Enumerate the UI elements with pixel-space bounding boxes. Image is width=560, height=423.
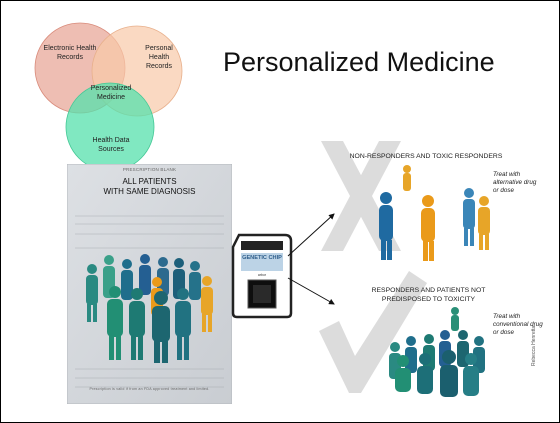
venn-diagram bbox=[34, 22, 183, 172]
chip-label: GENETIC CHIP bbox=[242, 255, 282, 261]
prescription-footer: Prescription is valid if from an FDA app… bbox=[89, 387, 210, 391]
chip-sub: arbor bbox=[257, 273, 267, 277]
venn-label-center: Personalized Medicine bbox=[90, 85, 132, 101]
lower-group-people-icon bbox=[389, 307, 485, 397]
patients-crowd-icon bbox=[86, 254, 213, 363]
upper-group-people-icon bbox=[379, 165, 490, 261]
arrows bbox=[287, 213, 335, 305]
lower-group-heading-line1: RESPONDERS AND PATIENTS NOT bbox=[371, 287, 486, 294]
genetic-chip-icon bbox=[231, 233, 293, 319]
slide-title: Personalized Medicine bbox=[223, 47, 495, 77]
image-credit: Rebecca Henretta bbox=[531, 325, 537, 366]
venn-label-hds: Health Data Sources bbox=[92, 137, 130, 153]
lower-group-heading-line2: PREDISPOSED TO TOXICITY bbox=[381, 295, 476, 303]
upper-group-note: Treat with alternative drug or dose bbox=[493, 171, 537, 194]
prescription-title: ALL PATIENTS WITH SAME DIAGNOSIS bbox=[87, 177, 212, 198]
check-mark-icon bbox=[319, 271, 427, 393]
arrow-up-icon bbox=[287, 213, 335, 257]
lower-group-note: Treat with conventional drug or dose bbox=[493, 313, 543, 336]
prescription-title-line2: WITH SAME DIAGNOSIS bbox=[103, 187, 196, 197]
venn-label-ehr: Electronic Health Records bbox=[43, 45, 97, 61]
lower-group-heading: RESPONDERS AND PATIENTS NOT PREDISPOSED … bbox=[346, 287, 511, 305]
venn-label-phr: Personal Health Records bbox=[145, 45, 173, 70]
prescription-pad bbox=[67, 164, 232, 404]
arrow-down-icon bbox=[287, 277, 335, 305]
prescription-title-line1: ALL PATIENTS bbox=[122, 177, 177, 186]
upper-group-heading: NON-RESPONDERS AND TOXIC RESPONDERS bbox=[349, 153, 503, 160]
prescription-header: PRESCRIPTION BLANK bbox=[122, 167, 177, 172]
